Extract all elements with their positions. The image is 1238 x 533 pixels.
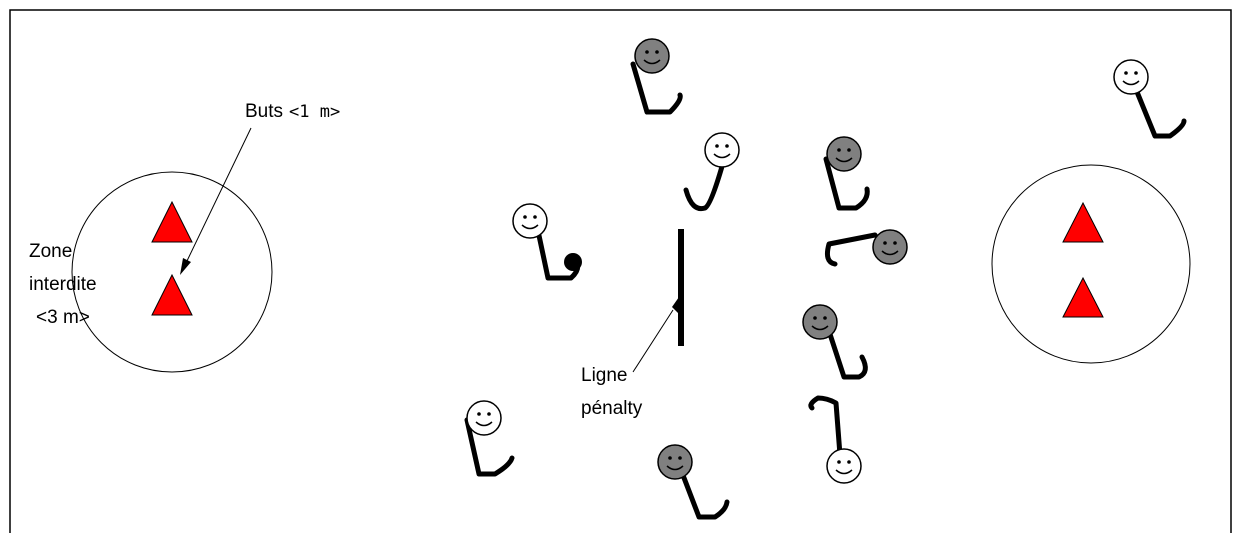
smiley-face-icon	[657, 444, 693, 480]
player-light-team	[512, 203, 581, 281]
eye-icon	[655, 50, 659, 54]
eye-icon	[523, 215, 527, 219]
goal-pointer-arrow	[185, 127, 252, 264]
player-dark-team	[802, 304, 868, 380]
smile-icon	[835, 157, 853, 163]
eye-icon	[847, 460, 851, 464]
smile-icon	[881, 250, 899, 256]
hockey-stick-icon	[808, 395, 843, 458]
field-boundary	[9, 9, 1232, 533]
eye-icon	[725, 144, 729, 148]
forbidden-zone-label-line2: interdite	[29, 274, 97, 295]
player-light-team	[683, 132, 740, 212]
hockey-stick-icon	[823, 156, 870, 211]
penalty-line-marker	[672, 297, 679, 314]
eye-icon	[813, 316, 817, 320]
smile-icon	[643, 59, 661, 65]
forbidden-zone-label-line3: <3 m>	[36, 307, 90, 328]
eye-icon	[893, 241, 897, 245]
hockey-stick-icon	[630, 61, 683, 115]
smile-icon	[811, 325, 829, 331]
smile-icon	[713, 153, 731, 159]
hockey-stick-icon	[1132, 84, 1187, 139]
eye-icon	[823, 316, 827, 320]
player-dark-team	[823, 136, 870, 211]
hockey-stick-icon	[683, 160, 726, 212]
player-light-team	[1113, 59, 1187, 139]
goal-cone-icon	[151, 200, 193, 243]
forbidden-zone-label-line1: Zone	[29, 241, 72, 262]
smiley-face-icon	[466, 400, 502, 436]
goals-label: Buts<1 m>	[245, 101, 340, 122]
penalty-line-label-line1: Ligne	[581, 365, 628, 386]
eye-icon	[645, 50, 649, 54]
hockey-stick-icon	[825, 232, 878, 267]
eye-icon	[1134, 71, 1138, 75]
eye-icon	[533, 215, 537, 219]
goal-cone-icon	[151, 273, 193, 316]
player-light-team	[464, 400, 515, 477]
players-group	[464, 38, 1187, 520]
smile-icon	[521, 224, 539, 230]
smiley-face-icon	[826, 448, 862, 484]
eye-icon	[837, 460, 841, 464]
right-forbidden-zone-circle	[991, 164, 1191, 364]
smiley-face-icon	[802, 304, 838, 340]
eye-icon	[487, 412, 491, 416]
smile-icon	[666, 465, 684, 471]
smiley-face-icon	[634, 38, 670, 74]
smile-icon	[835, 469, 853, 475]
smiley-face-icon	[704, 132, 740, 168]
eye-icon	[847, 148, 851, 152]
eye-icon	[715, 144, 719, 148]
player-dark-team	[825, 229, 908, 267]
goal-cone-icon	[1062, 201, 1104, 243]
eye-icon	[668, 456, 672, 460]
penalty-pointer-line	[632, 309, 674, 373]
eye-icon	[678, 456, 682, 460]
eye-icon	[1124, 71, 1128, 75]
hockey-stick-icon	[825, 325, 868, 380]
eye-icon	[477, 412, 481, 416]
smiley-face-icon	[826, 136, 862, 172]
goal-cone-icon	[1062, 276, 1104, 318]
eye-icon	[837, 148, 841, 152]
smiley-face-icon	[1113, 59, 1149, 95]
smiley-face-icon	[512, 203, 548, 239]
smiley-face-icon	[872, 229, 908, 265]
smile-icon	[475, 421, 493, 427]
hockey-stick-icon	[464, 417, 515, 477]
player-dark-team	[657, 444, 730, 520]
hockey-stick-icon	[534, 223, 581, 281]
hockey-stick-icon	[678, 467, 730, 520]
left-forbidden-zone-circle	[71, 171, 273, 373]
eye-icon	[883, 241, 887, 245]
arrowhead-icon	[180, 258, 191, 275]
player-dark-team	[630, 38, 683, 115]
smile-icon	[1122, 80, 1140, 86]
player-light-team	[808, 395, 862, 484]
penalty-line-label-line2: pénalty	[581, 398, 643, 419]
